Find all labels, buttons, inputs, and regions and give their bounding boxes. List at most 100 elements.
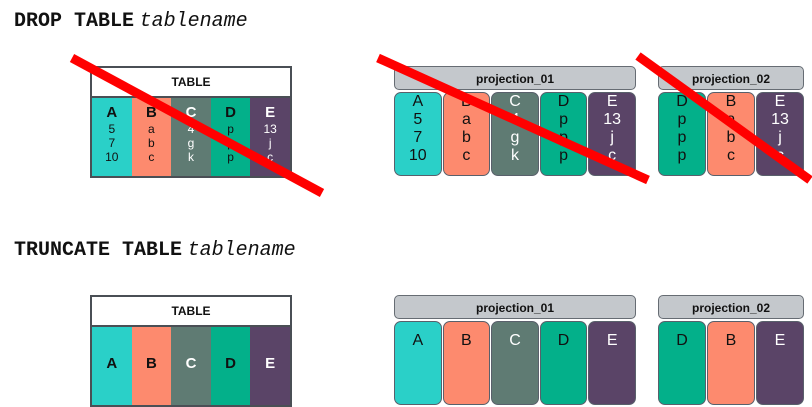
column-letter: D bbox=[225, 355, 236, 372]
column-letter: B bbox=[725, 93, 737, 110]
truncate-projection-01-column-a: A bbox=[394, 321, 442, 405]
truncate-table-column-d: D bbox=[210, 327, 251, 405]
column-value: a bbox=[461, 111, 471, 128]
truncate-projection-02-column-b: B bbox=[707, 321, 755, 405]
column-value: p bbox=[227, 122, 234, 136]
column-letter: D bbox=[557, 93, 570, 110]
column-letter: E bbox=[774, 93, 786, 110]
column-value: p bbox=[559, 111, 569, 128]
column-value: b bbox=[148, 136, 155, 150]
drop-table-title: TABLE bbox=[92, 68, 290, 98]
column-letter: C bbox=[185, 355, 197, 372]
column-value: c bbox=[727, 147, 735, 164]
column-value: p bbox=[677, 111, 687, 128]
column-value: 10 bbox=[105, 150, 119, 164]
column-value: j bbox=[268, 136, 272, 150]
truncate-argument: tablename bbox=[187, 239, 296, 262]
drop-projection-01-columns: A5710BabcC4gkDpppE13jc bbox=[394, 92, 636, 176]
column-letter: A bbox=[412, 93, 424, 110]
column-value: 10 bbox=[408, 147, 427, 164]
column-value: b bbox=[461, 129, 471, 146]
column-value: p bbox=[227, 150, 234, 164]
column-value: k bbox=[187, 150, 194, 164]
column-value: 5 bbox=[413, 111, 423, 128]
column-value: 5 bbox=[108, 122, 116, 136]
truncate-table-column-c: C bbox=[171, 327, 211, 405]
column-value: 7 bbox=[108, 136, 116, 150]
truncate-table-column-e: E bbox=[250, 327, 290, 405]
truncate-table-heading: TRUNCATE TABLE tablename bbox=[14, 238, 296, 262]
column-value: c bbox=[267, 150, 274, 164]
column-value: j bbox=[610, 129, 614, 146]
column-value: p bbox=[559, 147, 569, 164]
column-value: 13 bbox=[603, 111, 622, 128]
column-letter: C bbox=[509, 332, 521, 349]
column-letter: A bbox=[106, 355, 118, 372]
column-letter: E bbox=[774, 332, 786, 349]
truncate-table-columns: A B C D E bbox=[92, 327, 290, 405]
column-value: 13 bbox=[771, 111, 789, 128]
column-value: j bbox=[778, 129, 782, 146]
column-value: 7 bbox=[413, 129, 423, 146]
column-letter: A bbox=[412, 332, 424, 349]
column-letter: E bbox=[265, 355, 276, 372]
column-letter: D bbox=[676, 332, 688, 349]
column-letter: E bbox=[606, 332, 618, 349]
column-letter: B bbox=[725, 332, 737, 349]
drop-keyword: DROP TABLE bbox=[14, 10, 135, 33]
column-value: k bbox=[510, 147, 519, 164]
column-value: a bbox=[148, 122, 155, 136]
truncate-projection-02-column-d: D bbox=[658, 321, 706, 405]
truncate-table-column-b: B bbox=[131, 327, 172, 405]
truncate-table-column-a: A bbox=[92, 327, 132, 405]
column-letter: C bbox=[185, 104, 197, 121]
column-letter: B bbox=[145, 104, 157, 121]
drop-table-strike-line bbox=[69, 54, 325, 197]
column-letter: E bbox=[606, 93, 618, 110]
drop-projection-01: projection_01 A5710BabcC4gkDpppE13jc bbox=[394, 66, 636, 176]
column-value: c bbox=[608, 147, 617, 164]
column-value: p bbox=[677, 147, 687, 164]
column-letter: B bbox=[145, 355, 157, 372]
truncate-projection-01-column-d: D bbox=[539, 321, 588, 405]
column-letter: A bbox=[106, 104, 118, 121]
column-letter: E bbox=[265, 104, 276, 121]
truncate-keyword: TRUNCATE TABLE bbox=[14, 239, 183, 262]
column-value: p bbox=[677, 129, 687, 146]
column-letter: D bbox=[225, 104, 236, 121]
truncate-projection-01-column-c: C bbox=[491, 321, 539, 405]
drop-argument: tablename bbox=[139, 10, 248, 33]
truncate-projection-02-column-e: E bbox=[756, 321, 804, 405]
truncate-projection-01: projection_01 A B C D E bbox=[394, 295, 636, 405]
column-value: g bbox=[187, 136, 195, 150]
column-letter: D bbox=[676, 93, 688, 110]
column-letter: C bbox=[509, 93, 521, 110]
truncate-projection-01-column-b: B bbox=[442, 321, 491, 405]
truncate-table-box: TABLE A B C D E bbox=[90, 295, 292, 407]
column-value: c bbox=[148, 150, 155, 164]
column-letter: B bbox=[461, 332, 472, 349]
column-letter: D bbox=[557, 332, 570, 349]
truncate-projection-01-title: projection_01 bbox=[394, 295, 636, 319]
drop-projection-02-strike-line bbox=[635, 52, 812, 184]
drop-table-heading: DROP TABLE tablename bbox=[14, 9, 248, 33]
truncate-projection-01-columns: A B C D E bbox=[394, 321, 636, 405]
column-value: c bbox=[462, 147, 471, 164]
truncate-table-title: TABLE bbox=[92, 297, 290, 327]
column-value: b bbox=[726, 129, 736, 146]
column-value: g bbox=[510, 129, 520, 146]
